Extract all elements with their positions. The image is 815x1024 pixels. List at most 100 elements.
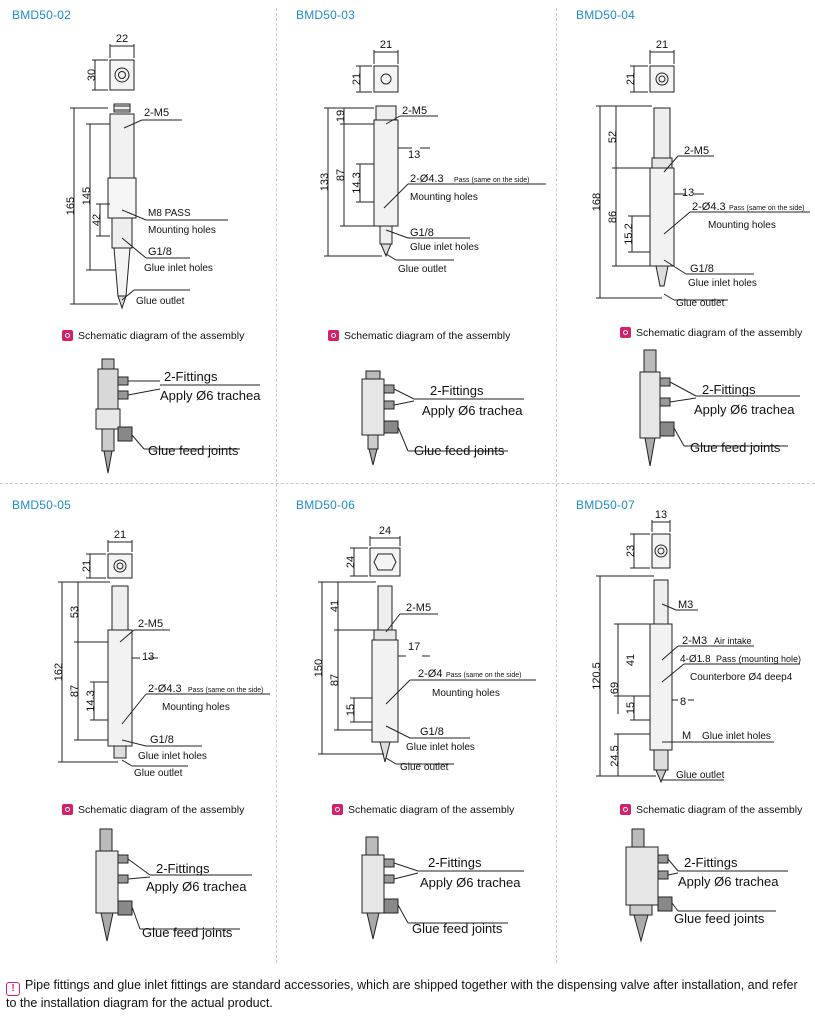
feed-label: Glue feed joints bbox=[674, 911, 765, 926]
label: G1/8 bbox=[410, 227, 434, 239]
label: 2-Ø4 bbox=[418, 668, 442, 680]
trachea-label: Apply Ø6 trachea bbox=[146, 879, 247, 894]
dim-4: 14.3 bbox=[351, 172, 363, 193]
dim-5: 17 bbox=[408, 641, 420, 653]
dimension-drawing: 22 30 165 145 42 2-M5 M8 PASS Mounting h… bbox=[65, 33, 228, 310]
label: M8 PASS bbox=[148, 208, 191, 219]
footer-note-text: Pipe fittings and glue inlet fittings ar… bbox=[6, 978, 798, 1010]
dimension-drawing: 13 23 120.5 41 69 15 24.5 8 M3 2-M3 Air … bbox=[591, 509, 801, 784]
dimension-drawing: 21 21 53 162 87 14.3 13 2-M5 2-Ø4.3 Pass… bbox=[53, 529, 270, 779]
fittings-label: 2-Fittings bbox=[430, 383, 484, 398]
trachea-label: Apply Ø6 trachea bbox=[694, 402, 795, 417]
dim-5: 13 bbox=[682, 187, 694, 199]
model-name: BMD50-03 bbox=[296, 8, 355, 22]
dim-4: 14.3 bbox=[85, 690, 97, 711]
label: Mounting holes bbox=[432, 688, 500, 699]
dim-6: 8 bbox=[680, 696, 686, 708]
label: Mounting holes bbox=[148, 225, 216, 236]
dim-1: 53 bbox=[69, 606, 81, 618]
dim-3: 87 bbox=[329, 674, 341, 686]
assembly-diagram: 2-Fittings Apply Ø6 trachea Glue feed jo… bbox=[361, 836, 524, 940]
fittings-label: 2-Fittings bbox=[428, 855, 482, 870]
feed-label: Glue feed joints bbox=[148, 443, 239, 458]
label: M bbox=[682, 730, 691, 742]
label: Glue inlet holes bbox=[688, 278, 757, 289]
model-name: BMD50-02 bbox=[12, 8, 71, 22]
fittings-label: 2-Fittings bbox=[164, 369, 218, 384]
fittings-label: 2-Fittings bbox=[684, 855, 738, 870]
label: 2-M5 bbox=[144, 107, 169, 119]
label: Mounting holes bbox=[162, 702, 230, 713]
product-cell-bmd50-03: BMD50-03 21 21 19 133 87 14.3 13 2-M bbox=[284, 0, 555, 480]
feed-label: Glue feed joints bbox=[690, 440, 781, 455]
dim-width: 21 bbox=[656, 39, 668, 51]
label: Glue outlet bbox=[136, 296, 185, 307]
label: G1/8 bbox=[150, 734, 174, 746]
dim-height: 30 bbox=[86, 69, 98, 81]
label: Glue inlet holes bbox=[410, 242, 479, 253]
dim-3: 87 bbox=[335, 169, 347, 181]
assembly-diagram: 2-Fittings Apply Ø6 trachea Glue feed jo… bbox=[95, 358, 261, 474]
dim-3: 87 bbox=[69, 685, 81, 697]
bullet-icon bbox=[620, 327, 631, 338]
label: 2-Ø4.3 bbox=[692, 201, 726, 213]
trachea-label: Apply Ø6 trachea bbox=[160, 388, 261, 403]
assembly-diagram: 2-Fittings Apply Ø6 trachea Glue feed jo… bbox=[95, 828, 252, 942]
schematic-caption: Schematic diagram of the assembly bbox=[328, 330, 510, 342]
bullet-icon bbox=[62, 804, 73, 815]
dim-1: 19 bbox=[335, 110, 347, 122]
dim-1: 52 bbox=[607, 131, 619, 143]
schematic-caption: Schematic diagram of the assembly bbox=[332, 804, 514, 816]
dim-2: 41 bbox=[625, 654, 637, 666]
label: Pass (same on the side) bbox=[454, 177, 529, 184]
feed-label: Glue feed joints bbox=[414, 443, 505, 458]
dim-height: 21 bbox=[625, 73, 637, 85]
dim-width: 21 bbox=[114, 529, 126, 541]
fittings-label: 2-Fittings bbox=[702, 382, 756, 397]
dim-3: 42 bbox=[91, 214, 103, 226]
dim-height: 24 bbox=[345, 556, 357, 568]
label: G1/8 bbox=[148, 246, 172, 258]
label: 2-Ø4.3 bbox=[148, 683, 182, 695]
label: Glue inlet holes bbox=[702, 731, 771, 742]
feed-label: Glue feed joints bbox=[412, 921, 503, 936]
label: Glue outlet bbox=[676, 770, 725, 781]
warning-icon: ! bbox=[6, 982, 20, 996]
dim-width: 22 bbox=[116, 33, 128, 45]
dim-width: 21 bbox=[380, 39, 392, 51]
dim-width: 13 bbox=[655, 509, 667, 521]
product-cell-bmd50-04: BMD50-04 21 21 52 168 86 15.2 13 2-M bbox=[564, 0, 815, 480]
bullet-icon bbox=[620, 804, 631, 815]
label: Glue outlet bbox=[676, 298, 725, 309]
label: Pass (same on the side) bbox=[729, 205, 804, 212]
schematic-caption: Schematic diagram of the assembly bbox=[62, 804, 244, 816]
dim-height: 21 bbox=[351, 73, 363, 85]
label: M3 bbox=[678, 599, 693, 611]
dim-2: 145 bbox=[81, 187, 93, 205]
label: Mounting holes bbox=[708, 220, 776, 231]
feed-label: Glue feed joints bbox=[142, 925, 233, 940]
column-divider bbox=[276, 8, 277, 963]
dim-5: 24.5 bbox=[609, 745, 621, 766]
dim-2: 133 bbox=[319, 173, 331, 191]
assembly-diagram: 2-Fittings Apply Ø6 trachea Glue feed jo… bbox=[361, 370, 524, 466]
label: Glue outlet bbox=[398, 264, 447, 275]
dim-3: 69 bbox=[609, 682, 621, 694]
label: Glue inlet holes bbox=[144, 263, 213, 274]
dim-1: 41 bbox=[329, 600, 341, 612]
label: G1/8 bbox=[690, 263, 714, 275]
footer-note: !Pipe fittings and glue inlet fittings a… bbox=[6, 978, 806, 1011]
dim-4: 15 bbox=[345, 704, 357, 716]
label: 2-M5 bbox=[138, 618, 163, 630]
dim-5: 13 bbox=[142, 651, 154, 663]
dimension-drawing: 24 24 41 150 87 15 17 2-M5 2-Ø4 Pass (sa… bbox=[313, 525, 536, 773]
model-name: BMD50-04 bbox=[576, 8, 635, 22]
label: Pass (same on the side) bbox=[446, 672, 521, 679]
model-name: BMD50-07 bbox=[576, 498, 635, 512]
bullet-icon bbox=[62, 330, 73, 341]
label: Glue outlet bbox=[400, 762, 449, 773]
model-name: BMD50-05 bbox=[12, 498, 71, 512]
product-cell-bmd50-05: BMD50-05 21 21 53 162 87 14.3 13 2-M5 2 bbox=[0, 490, 271, 970]
row-divider bbox=[0, 483, 815, 484]
schematic-caption: Schematic diagram of the assembly bbox=[620, 327, 802, 339]
